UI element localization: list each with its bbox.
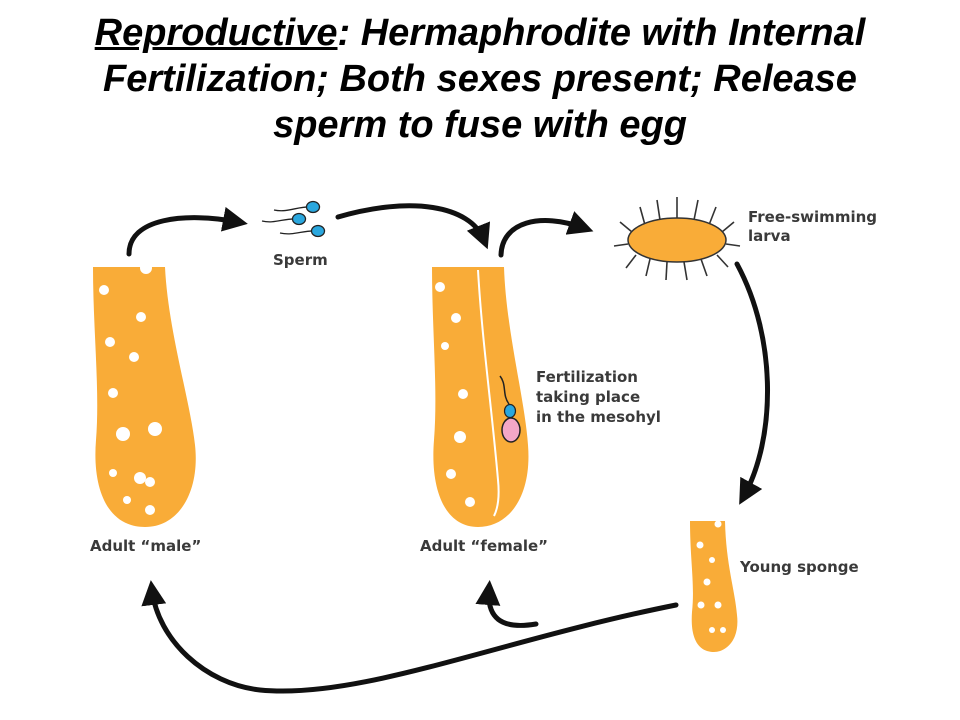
adult-male-sponge — [93, 262, 196, 527]
label-sperm: Sperm — [273, 251, 328, 269]
arrow-young-to-male — [141, 580, 679, 694]
arrow-branch-to-female — [475, 580, 539, 628]
label-fertilization-line1: Fertilization — [536, 368, 638, 386]
arrow-sperm-to-female — [335, 203, 491, 250]
label-fertilization-line2: taking place — [536, 388, 640, 406]
adult-female-sponge — [432, 267, 529, 527]
title-line3: sperm to fuse with egg — [273, 104, 687, 146]
arrow-larva-to-young — [734, 261, 770, 505]
young-sponge — [690, 520, 738, 652]
label-young-sponge: Young sponge — [739, 558, 859, 576]
title-keyword: Reproductive — [94, 12, 338, 54]
label-larva-line1: Free-swimming — [748, 208, 877, 226]
arrow-female-to-larva — [498, 211, 594, 258]
arrow-male-to-sperm — [126, 206, 248, 257]
slide-title: Reproductive: Hermaphrodite with Interna… — [0, 10, 960, 148]
label-adult-female: Adult “female” — [420, 537, 548, 555]
label-fertilization-line3: in the mesohyl — [536, 408, 661, 426]
fertilization-sperm-egg — [499, 375, 521, 443]
label-adult-male: Adult “male” — [90, 537, 201, 555]
label-larva-line2: larva — [748, 227, 791, 245]
title-line1-rest: : Hermaphrodite with Internal — [337, 12, 866, 54]
free-swimming-larva — [613, 197, 741, 281]
title-line2: Fertilization; Both sexes present; Relea… — [103, 58, 857, 100]
free-sperm-group — [261, 200, 326, 238]
